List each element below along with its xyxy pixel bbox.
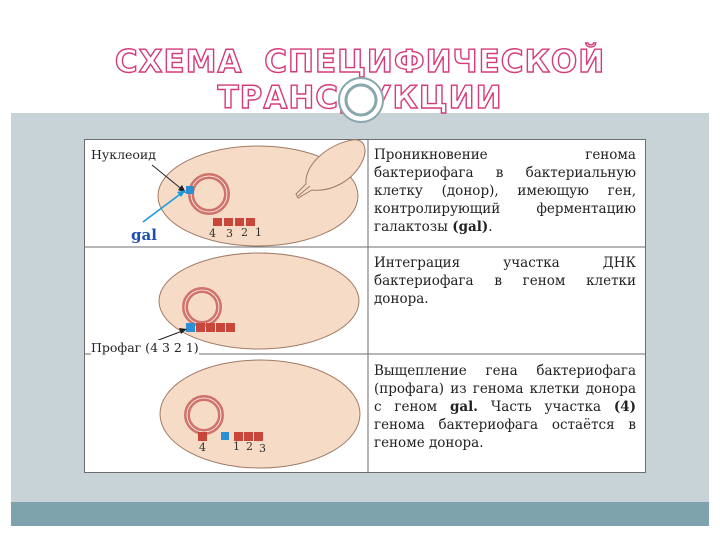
step-3-mid: Часть участка [490,399,601,415]
gene-block [226,323,235,332]
step-1-tail: . [488,219,493,235]
gene-number: 2 [246,440,253,453]
prophage-gene-blocks [196,323,235,332]
gene-block [254,432,263,441]
step-3-bold-gal: gal. [449,399,478,415]
gene-block [216,323,225,332]
gene-number: 3 [226,227,233,240]
footer-bar [11,502,709,526]
step-3-text: Выщепление гена бактериофага (профага) и… [374,363,636,415]
step-3-bold-4: (4) [613,399,637,415]
gal-gene-2 [186,323,195,332]
phage-injection-line [297,185,311,197]
step-2-text: Интеграция участка ДНК бактериофага в ге… [374,255,636,307]
nucleoid-label: Нуклеоид [91,147,156,162]
nucleoid-pointer [151,164,185,192]
prophage-label: Профаг (4 3 2 1) [91,340,199,355]
step-2-description: Интеграция участка ДНК бактериофага в ге… [374,254,636,308]
bacterial-cell-3 [159,359,361,469]
gene-number: 2 [241,226,248,239]
gene-block [244,432,253,441]
gene-block [234,432,243,441]
gene-number: 4 [199,441,206,454]
gal-gene-3 [221,432,229,440]
step-3-post: генома бактериофага остаётся в геноме до… [374,417,636,451]
gene-block [246,218,255,226]
gal-pointer-arrow [142,191,184,223]
gene-number: 1 [233,440,240,453]
gene-block [213,218,222,226]
gene-number: 3 [259,442,266,455]
step-1-bold: (gal) [452,219,489,235]
gene-number: 1 [255,226,262,239]
phage-gene-blocks-1 [213,218,255,226]
gal-gene-1 [186,186,194,194]
gene-block [224,218,233,226]
gene-number: 4 [209,227,216,240]
gal-label: gal [131,226,157,244]
step-3-description: Выщепление гена бактериофага (профага) и… [374,362,636,452]
gene-block [196,323,205,332]
gene-block [198,432,207,441]
step-1-text: Проникновение генома бактериофага в бакт… [374,147,636,235]
step-1-description: Проникновение генома бактериофага в бакт… [374,146,636,236]
decorative-ring-icon [338,77,384,123]
bacteriophage-icon [295,139,366,199]
excised-gene-blocks [234,432,263,441]
gene-block [235,218,244,226]
gene-block [206,323,215,332]
